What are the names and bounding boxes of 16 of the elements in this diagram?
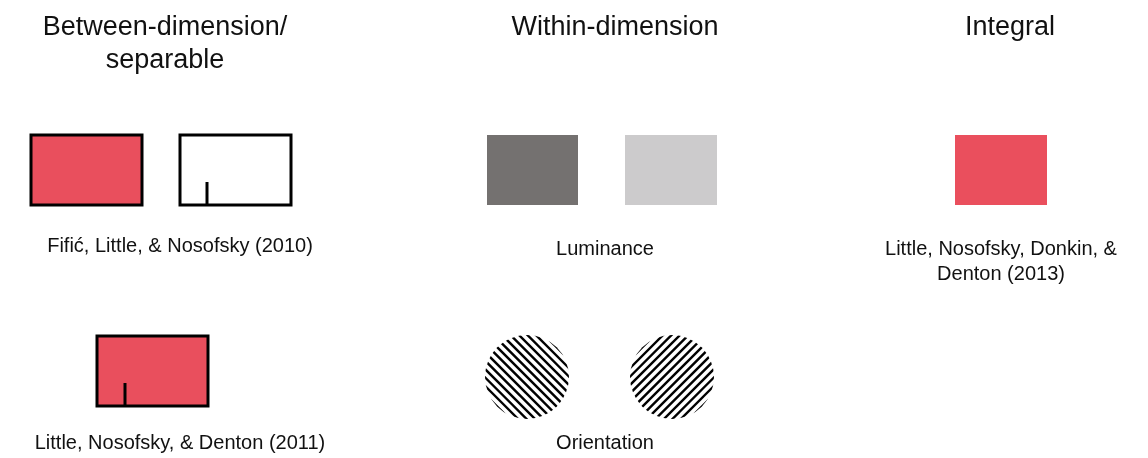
citation: Little, Nosofsky, Donkin, & Denton (2013)	[884, 236, 1118, 286]
citation: Little, Nosofsky, & Denton (2011)	[33, 430, 327, 455]
stimulus-rectangle	[178, 133, 293, 207]
stimulus-rectangle	[955, 135, 1047, 205]
dimension-label: Orientation	[555, 430, 655, 455]
stimulus-rectangle	[29, 133, 144, 207]
stimulus-rectangle	[625, 135, 717, 205]
grating-circle	[630, 335, 714, 419]
grating-circle	[485, 335, 569, 419]
column-heading: Between-dimension/ separable	[41, 10, 289, 76]
dimension-label: Luminance	[555, 236, 655, 261]
stimulus-rectangle	[95, 334, 210, 408]
column-heading: Integral	[963, 10, 1057, 43]
stimulus-rectangle	[487, 135, 578, 205]
column-heading: Within-dimension	[510, 10, 720, 43]
citation: Fifić, Little, & Nosofsky (2010)	[46, 233, 314, 258]
